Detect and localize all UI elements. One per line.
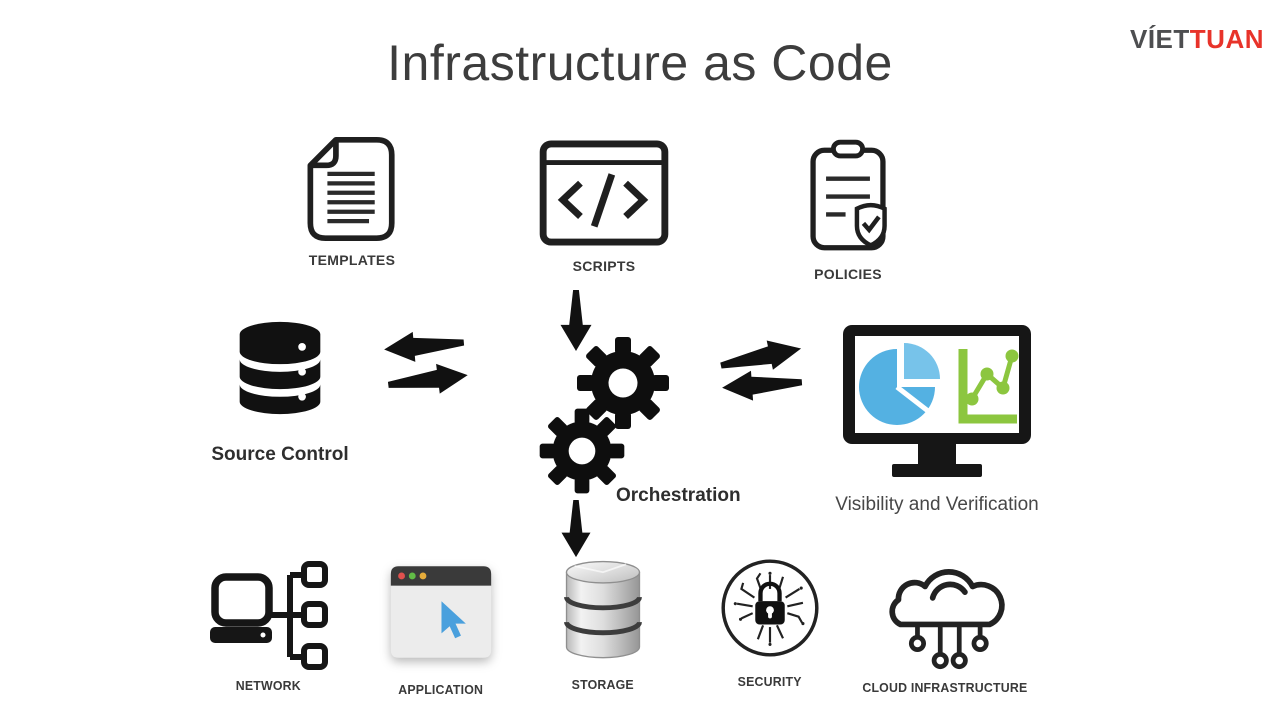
templates-label: TEMPLATES — [308, 252, 396, 268]
node-application: APPLICATION — [376, 556, 506, 697]
exchange-arrows-icon — [720, 340, 803, 401]
monitor-charts-icon — [843, 325, 1031, 477]
exchange-arrows-icon — [384, 331, 468, 394]
code-window-icon — [539, 140, 669, 246]
visibility-label: Visibility and Verification — [835, 494, 1039, 515]
down-arrow-icon — [561, 500, 591, 558]
security-label: SECURITY — [738, 674, 802, 689]
source-control-label: Source Control — [211, 444, 349, 465]
orchestration-label: Orchestration — [616, 485, 741, 506]
security-lock-icon — [721, 559, 819, 657]
application-label: APPLICATION — [398, 682, 484, 697]
node-security: SECURITY — [706, 556, 834, 689]
page-title: Infrastructure as Code — [387, 35, 893, 91]
cloud-infrastructure-label: CLOUD INFRASTRUCTURE — [862, 680, 1028, 695]
application-window-icon — [390, 566, 492, 658]
node-storage: STORAGE — [548, 558, 658, 692]
line-chart-axes-glyph — [958, 349, 1017, 424]
scripts-label: SCRIPTS — [572, 258, 636, 274]
clipboard-shield-icon — [810, 139, 887, 251]
network-label: NETWORK — [235, 678, 301, 693]
node-network: NETWORK — [198, 556, 338, 693]
brand-logo-right: TUAN — [1189, 24, 1264, 54]
cloud-icon — [889, 569, 1005, 670]
brand-logo: VÍETTUAN — [1130, 24, 1264, 55]
node-templates: TEMPLATES — [290, 136, 414, 268]
storage-label: STORAGE — [571, 677, 635, 692]
document-icon — [307, 136, 395, 242]
node-scripts: SCRIPTS — [536, 140, 672, 274]
gears-icon — [539, 337, 669, 494]
network-icon — [210, 561, 328, 670]
down-arrow-icon — [560, 290, 592, 352]
database-icon — [239, 321, 321, 415]
node-visibility: Visibility and Verification — [822, 323, 1052, 516]
node-source-control: Source Control — [200, 306, 360, 466]
storage-cylinder-icon — [564, 560, 642, 659]
brand-logo-left: VÍET — [1129, 24, 1190, 54]
cursor-glyph — [441, 601, 466, 639]
node-policies: POLICIES — [786, 134, 910, 282]
policies-label: POLICIES — [814, 266, 882, 282]
node-cloud-infrastructure: CLOUD INFRASTRUCTURE — [850, 556, 1040, 695]
